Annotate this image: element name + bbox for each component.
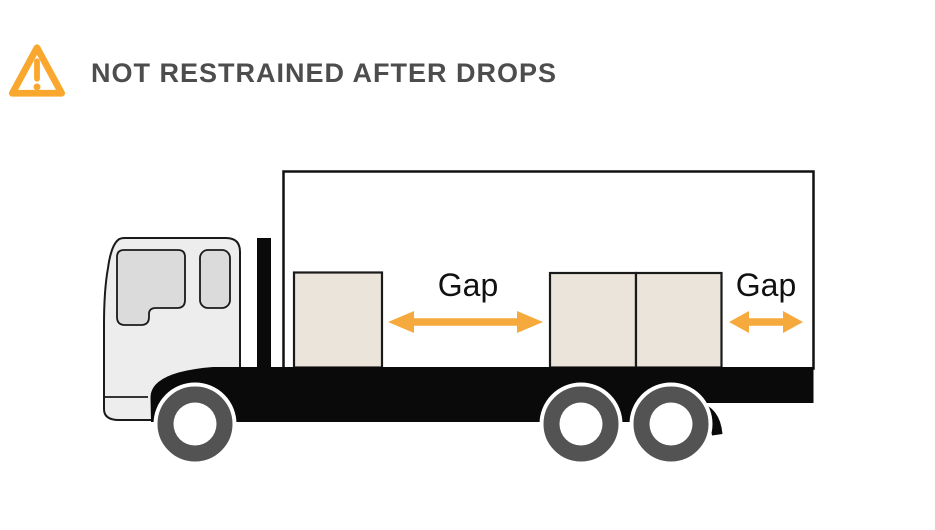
windshield (116, 249, 186, 326)
front-wheel-hub (173, 402, 217, 446)
warning-triangle-icon (8, 44, 66, 97)
gap-label-1: Gap (438, 267, 498, 303)
cargo-box-2 (548, 271, 638, 369)
warning-triangle-outline (8, 44, 66, 97)
cargo-area-outline (282, 170, 815, 370)
gap-arrow-1 (388, 311, 543, 333)
wheels (153, 382, 713, 466)
rear-wheel-1-hub (559, 402, 603, 446)
side-window (199, 249, 231, 309)
exclamation-dot (33, 83, 41, 91)
gap-arrow-2 (729, 311, 803, 333)
cargo-box-3 (634, 271, 723, 369)
cargo-box-1 (292, 271, 384, 369)
gap-label-2: Gap (736, 267, 796, 303)
truck-headboard (257, 238, 271, 370)
page-title: NOT RESTRAINED AFTER DROPS (91, 58, 558, 88)
rear-wheel-2-hub (649, 402, 693, 446)
header: NOT RESTRAINED AFTER DROPS (0, 0, 935, 110)
mudflap (692, 402, 723, 436)
